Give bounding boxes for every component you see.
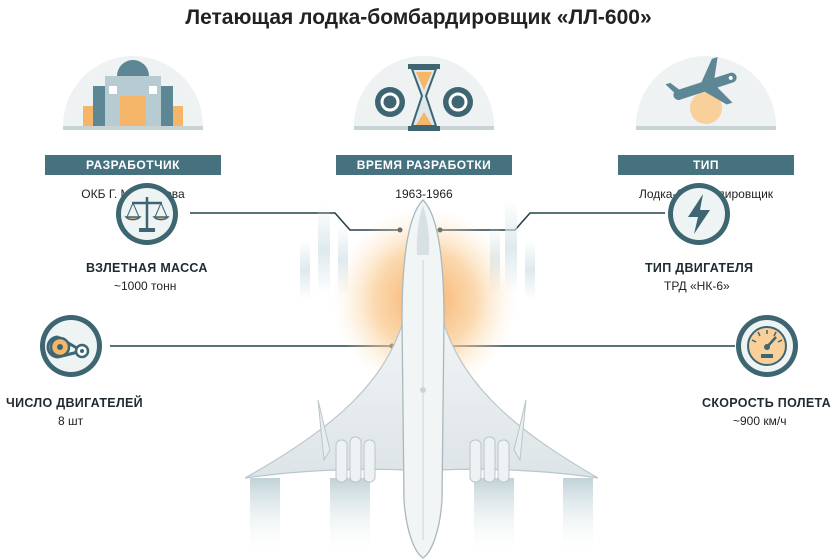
belt-drive-icon: [40, 315, 102, 377]
spec-label: ТИП ДВИГАТЕЛЯ: [645, 261, 754, 275]
spec-value: 8 шт: [58, 414, 84, 428]
top-card-label: ВРЕМЯ РАЗРАБОТКИ: [336, 155, 512, 175]
scales-icon: [116, 183, 178, 245]
spec-value: ~1000 тонн: [114, 279, 177, 293]
airplane-icon: [636, 56, 776, 130]
top-card-dev-time: ВРЕМЯ РАЗРАБОТКИ 1963-1966: [324, 38, 524, 201]
top-card-value: 1963-1966: [395, 187, 453, 201]
spec-label: ЧИСЛО ДВИГАТЕЛЕЙ: [6, 396, 143, 410]
top-card-label: РАЗРАБОТЧИК: [45, 155, 221, 175]
speedometer-icon: [736, 315, 798, 377]
top-card-developer: РАЗРАБОТЧИК ОКБ Г. М. Бериева: [33, 38, 233, 201]
top-card-label: ТИП: [618, 155, 794, 175]
spec-label: ВЗЛЕТНАЯ МАССА: [86, 261, 208, 275]
spec-value: ТРД «НК-6»: [664, 279, 730, 293]
top-card-type: ТИП Лодка-бомбардировщик: [606, 38, 806, 201]
hourglass-gears-icon: [354, 56, 494, 131]
factory-icon: [63, 56, 203, 130]
spec-value: ~900 км/ч: [733, 414, 787, 428]
spec-label: СКОРОСТЬ ПОЛЕТА: [702, 396, 831, 410]
page-title: Летающая лодка-бомбардировщик «ЛЛ-600»: [185, 6, 652, 29]
lightning-icon: [668, 183, 730, 245]
